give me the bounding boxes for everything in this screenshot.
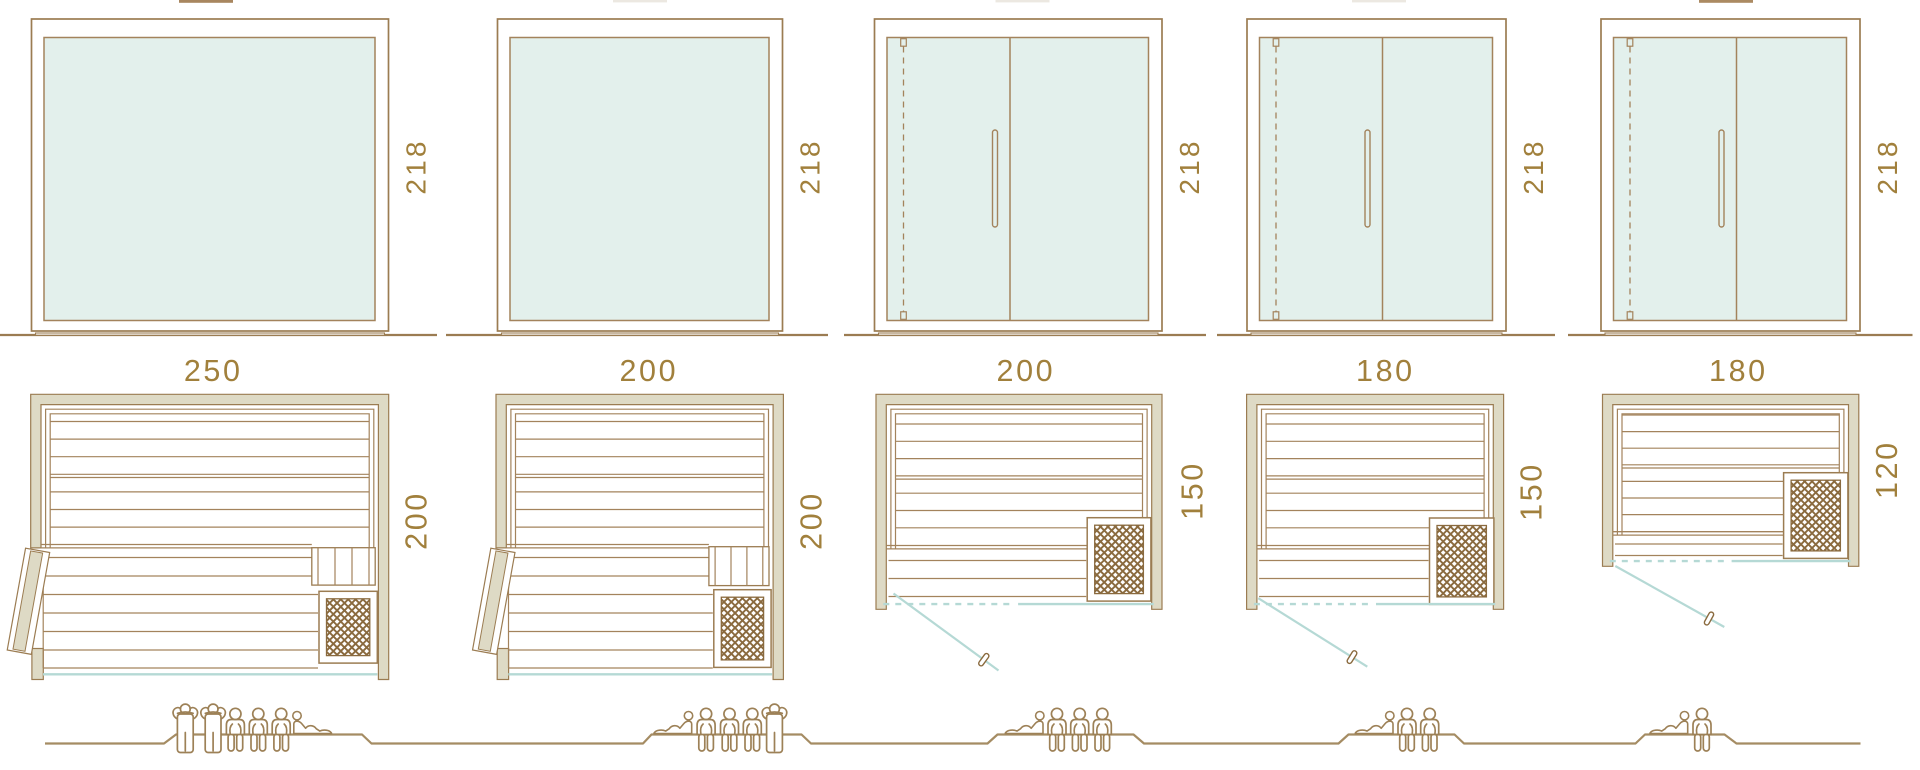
svg-text:200: 200 — [794, 491, 828, 550]
svg-text:218: 218 — [1872, 138, 1903, 194]
svg-text:180: 180 — [1356, 354, 1415, 388]
svg-text:250: 250 — [184, 354, 243, 388]
svg-text:218: 218 — [795, 138, 826, 194]
svg-text:150: 150 — [1176, 461, 1210, 520]
svg-text:120: 120 — [1870, 440, 1904, 499]
svg-text:200: 200 — [997, 354, 1056, 388]
svg-text:200: 200 — [400, 491, 434, 550]
svg-text:218: 218 — [1518, 138, 1549, 194]
svg-text:180: 180 — [1709, 354, 1768, 388]
svg-text:218: 218 — [1174, 138, 1205, 194]
svg-text:150: 150 — [1515, 462, 1549, 521]
svg-text:218: 218 — [401, 138, 432, 194]
svg-text:200: 200 — [619, 354, 678, 388]
